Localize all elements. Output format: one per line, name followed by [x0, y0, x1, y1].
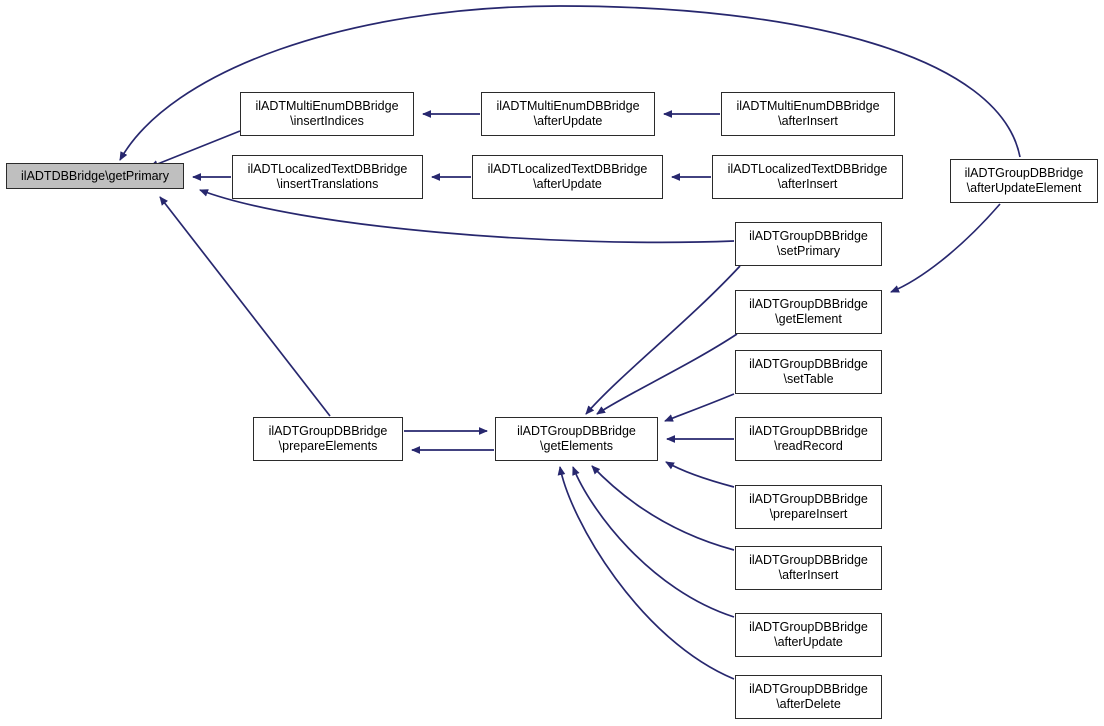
node-setTable[interactable]: ilADTGroupDBBridge \setTable [735, 350, 882, 394]
node-localizedAfterInsert[interactable]: ilADTLocalizedTextDBBridge \afterInsert [712, 155, 903, 199]
node-label-line1: ilADTGroupDBBridge [749, 620, 868, 634]
node-label-line1: ilADTGroupDBBridge [964, 166, 1084, 180]
node-label-line1: ilADTMultiEnumDBBridge [736, 99, 880, 113]
node-insertTranslations[interactable]: ilADTLocalizedTextDBBridge \insertTransl… [232, 155, 423, 199]
node-label-line2: \afterUpdate [533, 114, 603, 128]
node-label-line2: \afterDelete [776, 697, 841, 711]
node-readRecord[interactable]: ilADTGroupDBBridge \readRecord [735, 417, 882, 461]
node-afterUpdateElement[interactable]: ilADTGroupDBBridge \afterUpdateElement [950, 159, 1098, 203]
node-localizedAfterUpdate[interactable]: ilADTLocalizedTextDBBridge \afterUpdate [472, 155, 663, 199]
node-multiEnumAfterInsert[interactable]: ilADTMultiEnumDBBridge \afterInsert [721, 92, 895, 136]
node-setPrimary[interactable]: ilADTGroupDBBridge \setPrimary [735, 222, 882, 266]
node-label-line1: ilADTGroupDBBridge [749, 357, 868, 371]
edge-groupAfterInsert-getElements [591, 465, 735, 551]
node-label-line1: ilADTGroupDBBridge [749, 424, 868, 438]
node-label-line2: \prepareInsert [769, 507, 848, 521]
edge-groupAfterDelete-getElements [557, 466, 735, 680]
edge-afterUpdateElement-getPrimary [119, 5, 1021, 161]
node-label-line2: \readRecord [774, 439, 843, 453]
node-prepareElements[interactable]: ilADTGroupDBBridge \prepareElements [253, 417, 403, 461]
node-getElements[interactable]: ilADTGroupDBBridge \getElements [495, 417, 658, 461]
node-label-line1: ilADTMultiEnumDBBridge [255, 99, 399, 113]
node-label-line1: ilADTLocalizedTextDBBridge [247, 162, 408, 176]
node-label-line2: \setTable [783, 372, 834, 386]
node-label-line2: \getElement [775, 312, 842, 326]
node-groupAfterInsert[interactable]: ilADTGroupDBBridge \afterInsert [735, 546, 882, 590]
edge-insertIndices-getPrimary [149, 130, 241, 168]
node-insertIndices[interactable]: ilADTMultiEnumDBBridge \insertIndices [240, 92, 414, 136]
node-label-line2: \insertTranslations [276, 177, 379, 191]
node-groupAfterUpdate[interactable]: ilADTGroupDBBridge \afterUpdate [735, 613, 882, 657]
node-groupAfterDelete[interactable]: ilADTGroupDBBridge \afterDelete [735, 675, 882, 719]
node-label-line1: ilADTGroupDBBridge [268, 424, 388, 438]
node-label-line2: \afterUpdate [774, 635, 843, 649]
node-label-line2: \insertIndices [290, 114, 364, 128]
node-label-line1: ilADTGroupDBBridge [749, 297, 868, 311]
edge-groupAfterUpdate-getElements [572, 466, 735, 618]
node-label-line1: ilADTGroupDBBridge [749, 229, 868, 243]
node-label-line1: ilADTDBBridge\getPrimary [21, 168, 169, 183]
edge-getElement-getElements [596, 333, 738, 415]
node-label-line1: ilADTLocalizedTextDBBridge [727, 162, 888, 176]
node-label-line2: \afterInsert [777, 177, 838, 191]
node-label-line2: \afterUpdateElement [966, 181, 1082, 195]
node-label-line1: ilADTGroupDBBridge [749, 492, 868, 506]
node-label-line1: ilADTMultiEnumDBBridge [496, 99, 640, 113]
node-label-line2: \afterInsert [778, 114, 838, 128]
node-label-line2: \setPrimary [776, 244, 841, 258]
node-label-line2: \afterInsert [778, 568, 839, 582]
node-label-line2: \prepareElements [278, 439, 378, 453]
node-label-line1: ilADTLocalizedTextDBBridge [487, 162, 648, 176]
node-getElement[interactable]: ilADTGroupDBBridge \getElement [735, 290, 882, 334]
edge-afterUpdateElement-getElement [890, 203, 1001, 293]
node-prepareInsert[interactable]: ilADTGroupDBBridge \prepareInsert [735, 485, 882, 529]
node-label-line1: ilADTGroupDBBridge [749, 682, 868, 696]
node-label-line1: ilADTGroupDBBridge [517, 424, 636, 438]
node-label-line2: \getElements [540, 439, 613, 453]
node-label-line2: \afterUpdate [533, 177, 602, 191]
edge-setPrimary-getElements [585, 265, 741, 415]
edge-prepareInsert-getElements [665, 461, 735, 488]
edge-prepareElements-getPrimary [159, 196, 331, 417]
node-label-line1: ilADTGroupDBBridge [749, 553, 868, 567]
node-multiEnumAfterUpdate[interactable]: ilADTMultiEnumDBBridge \afterUpdate [481, 92, 655, 136]
edge-setTable-getElements [664, 393, 735, 422]
node-getPrimary[interactable]: ilADTDBBridge\getPrimary [6, 163, 184, 189]
